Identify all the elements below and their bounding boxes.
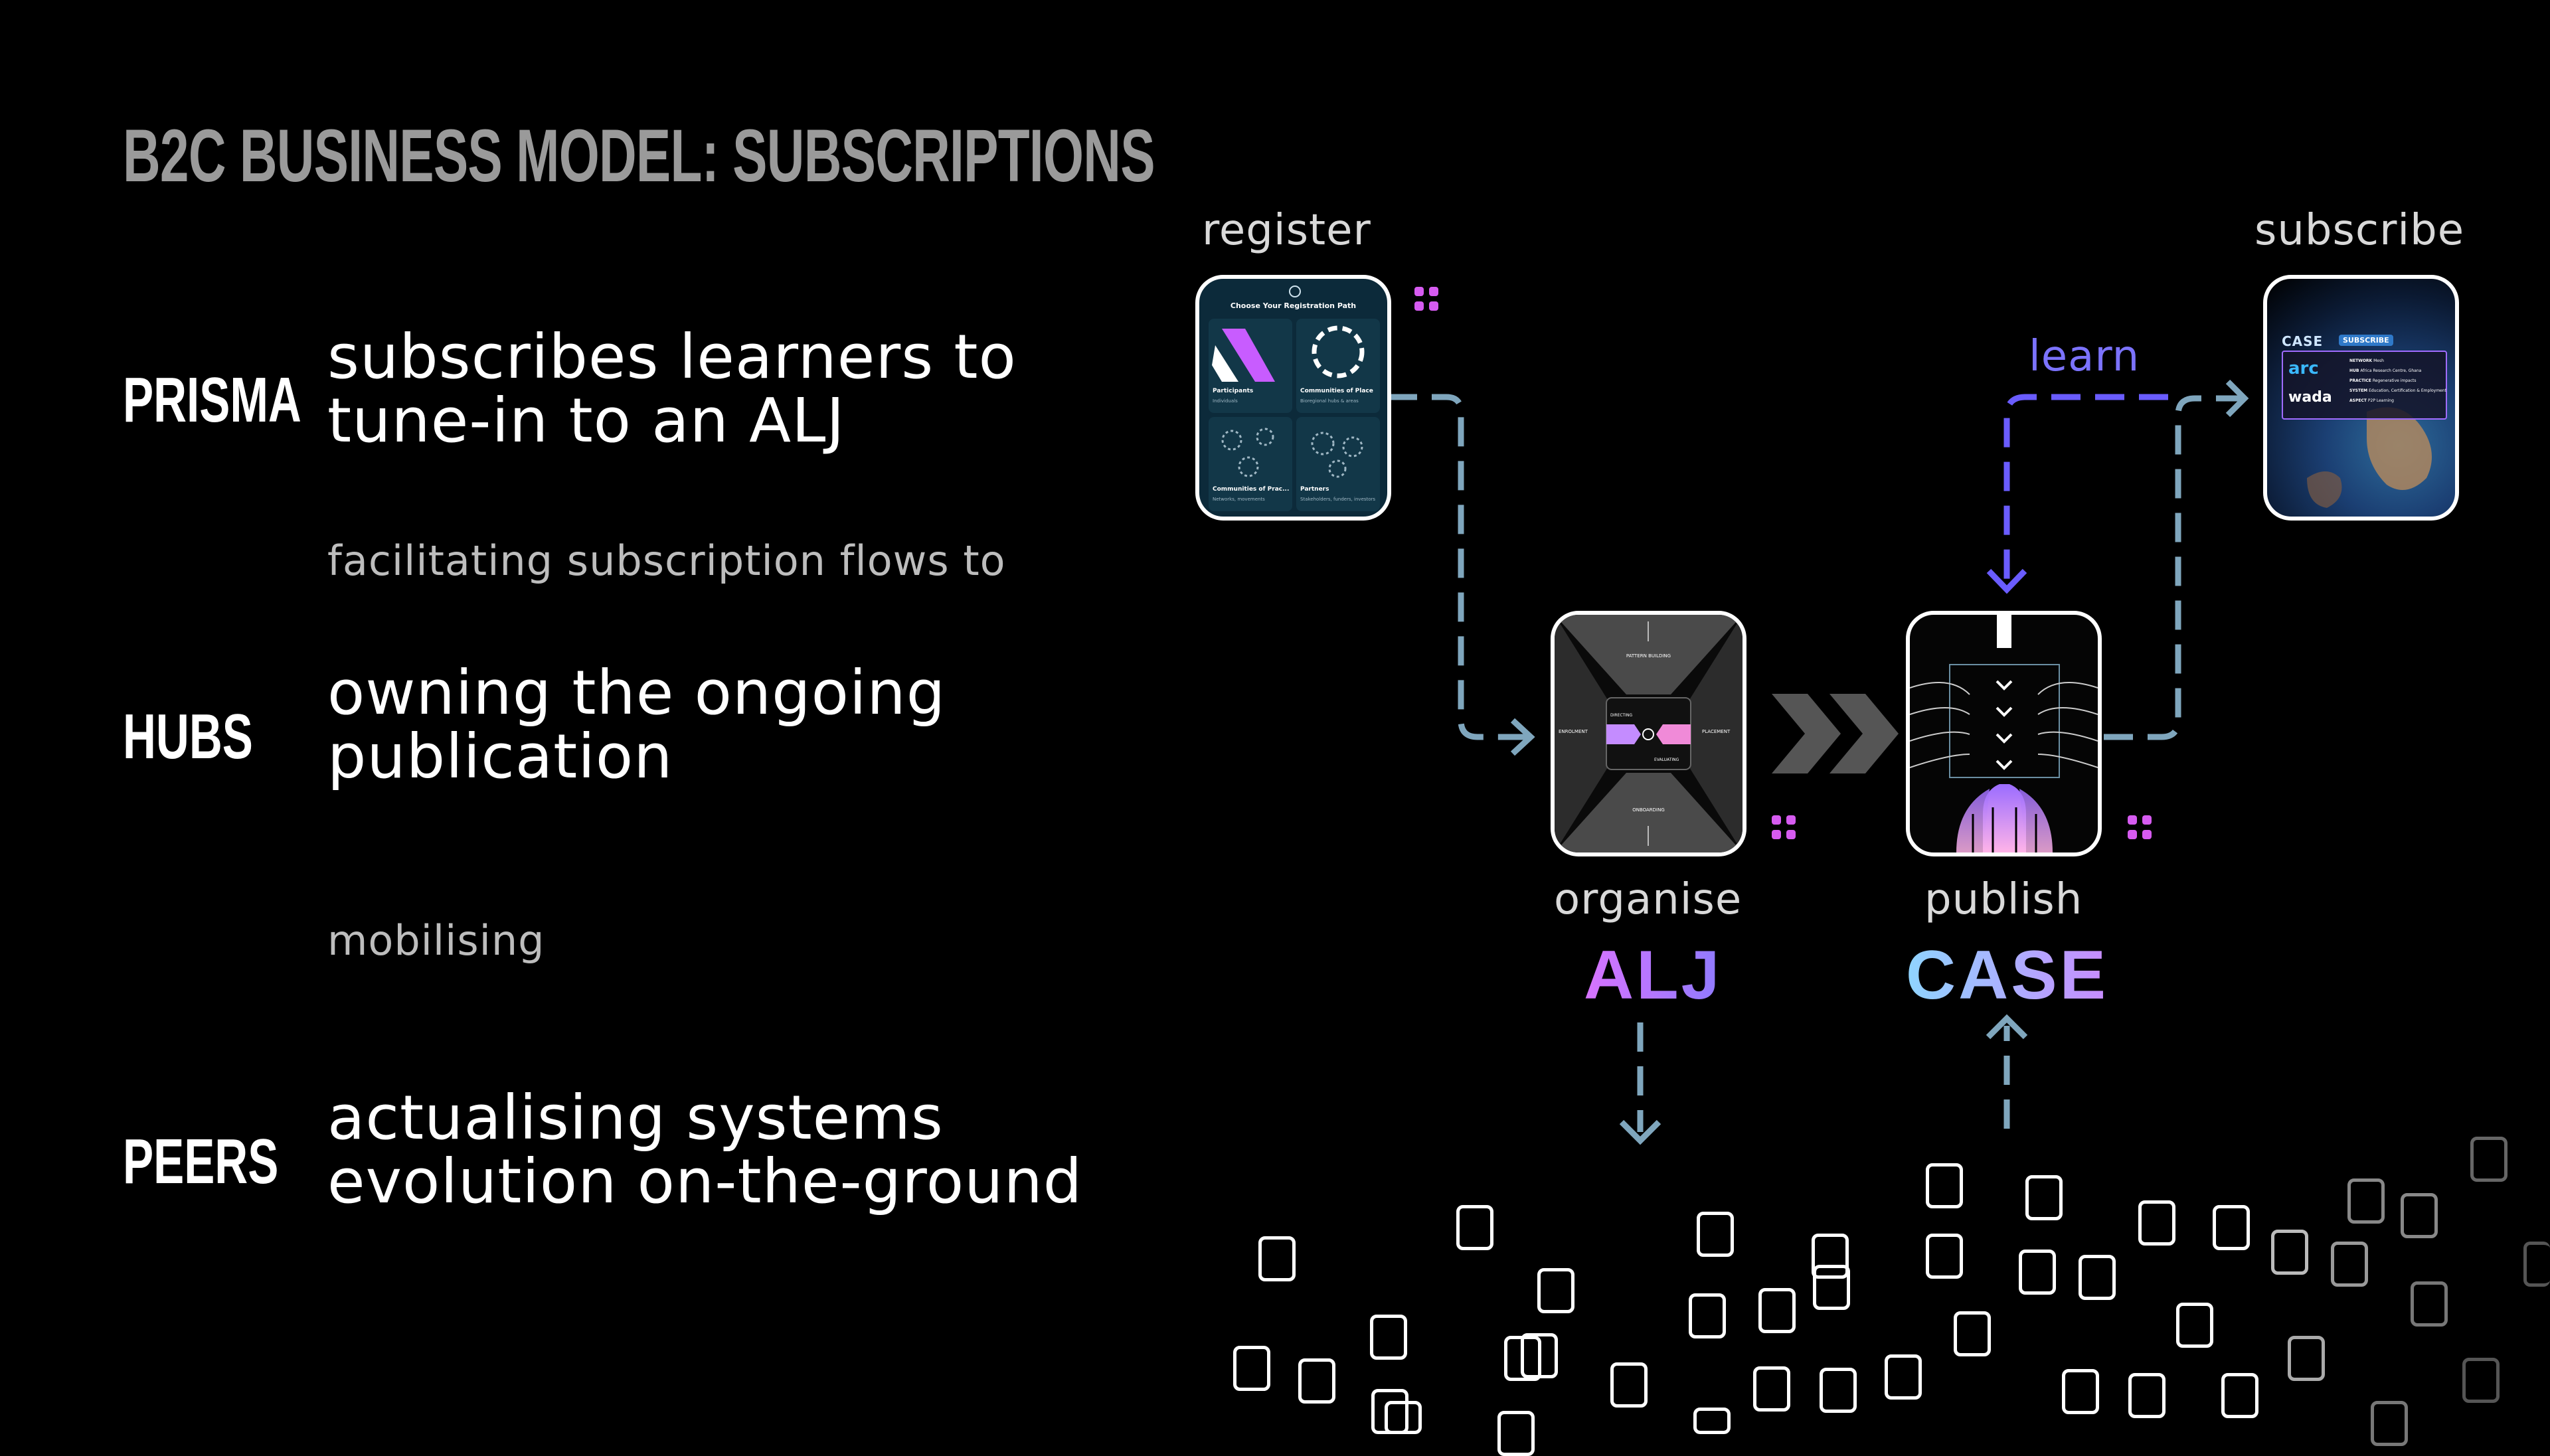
register-card[interactable]: Choose Your Registration Path Participan… <box>1195 275 1391 521</box>
tile-title: Partners <box>1300 486 1329 493</box>
organise-label: EVALUATING <box>1654 758 1679 762</box>
register-tile-participants[interactable]: Participants Individuals <box>1209 319 1292 413</box>
publish-card[interactable] <box>1906 611 2102 856</box>
arrowhead-icon <box>2225 379 2249 418</box>
tile-sub: Individuals <box>1213 398 1238 404</box>
register-tile-partners[interactable]: Partners Stakeholders, funders, investor… <box>1296 417 1380 511</box>
subscribe-card[interactable]: CASE SUBSCRIBE arc wada NETWORK Mesh HUB… <box>2263 275 2459 521</box>
case-logo: CASE <box>1906 937 2108 1014</box>
detail-row: ASPECT P2P Learning <box>2349 398 2394 403</box>
tile-sub: Bioregional hubs & areas <box>1300 398 1359 404</box>
connector-text: facilitating subscription flows to <box>327 536 1006 585</box>
row-line-2: publication <box>327 721 673 792</box>
row-line-1: actualising systems <box>327 1082 944 1153</box>
publish-diagram <box>1910 615 2098 852</box>
double-chevron-icon <box>1772 694 1841 773</box>
connector-text: mobilising <box>327 916 545 965</box>
grid-dots-icon <box>1414 287 1438 311</box>
arrowhead-icon <box>1619 1119 1661 1145</box>
row-text-hubs: owning the ongoing publication <box>327 661 946 789</box>
subscribe-pill[interactable]: SUBSCRIBE <box>2339 335 2393 346</box>
tile-title: Communities of Place <box>1300 388 1373 394</box>
globe-illustration <box>2307 407 2432 508</box>
step-label-publish: publish <box>1924 875 2083 924</box>
double-chevron-icon <box>1829 694 1899 773</box>
row-label-hubs: HUBS <box>123 701 253 772</box>
row-text-peers: actualising systems evolution on-the-gro… <box>327 1086 1082 1214</box>
globe-icon <box>1289 285 1301 297</box>
row-line-1: owning the ongoing <box>327 657 946 728</box>
arrowhead-icon <box>1510 718 1535 756</box>
wada-logo: wada <box>2288 389 2332 406</box>
organise-label: ONBOARDING <box>1632 807 1665 813</box>
row-label-prisma: PRISMA <box>123 364 301 436</box>
row-text-prisma: subscribes learners to tune-in to an ALJ <box>327 325 1017 453</box>
organise-label: ENROLMENT <box>1559 729 1588 734</box>
detail-row: HUB Africa Research Centre, Ghana <box>2349 368 2422 373</box>
detail-row: PRACTICE Regenerative impacts <box>2349 378 2417 383</box>
row-line-1: subscribes learners to <box>327 321 1017 392</box>
page-title: B2C BUSINESS MODEL: SUBSCRIPTIONS <box>123 114 1155 197</box>
alj-logo: ALJ <box>1584 937 1723 1014</box>
row-line-2: evolution on-the-ground <box>327 1146 1083 1217</box>
grid-dots-icon <box>2128 815 2152 839</box>
cluster-icon <box>1221 428 1274 477</box>
tile-title: Communities of Prac... <box>1213 486 1290 493</box>
detail-row: SYSTEM Education, Certification & Employ… <box>2349 388 2446 393</box>
row-label-peers: PEERS <box>123 1126 279 1197</box>
organise-diagram <box>1555 615 1742 852</box>
register-tile-communities-of-place[interactable]: Communities of Place Bioregional hubs & … <box>1296 319 1380 413</box>
subscribe-panel: arc wada NETWORK Mesh HUB Africa Researc… <box>2282 351 2447 420</box>
organise-label: PATTERN BUILDING <box>1626 653 1671 659</box>
organise-label: PLACEMENT <box>1702 729 1731 734</box>
organise-label: DIRECTING <box>1610 713 1633 718</box>
arrow-register-to-organise <box>1388 394 1527 740</box>
participants-icon <box>1212 329 1275 382</box>
detail-row: NETWORK Mesh <box>2349 359 2384 363</box>
subscribe-details: NETWORK Mesh HUB Africa Research Centre,… <box>2349 356 2446 406</box>
register-heading: Choose Your Registration Path <box>1230 301 1357 310</box>
grid-dots-icon <box>1772 815 1796 839</box>
tile-sub: Stakeholders, funders, investors <box>1300 497 1376 502</box>
cluster-icon <box>1311 432 1363 478</box>
step-label-register: register <box>1202 206 1371 255</box>
tile-sub: Networks, movements <box>1213 497 1265 502</box>
arrow-learn <box>2003 394 2168 584</box>
step-label-subscribe: subscribe <box>2254 206 2465 255</box>
step-label-learn: learn <box>2029 332 2140 381</box>
arrow-publish-to-subscribe <box>2104 395 2241 740</box>
ring-icon <box>1312 325 1365 378</box>
arc-logo: arc <box>2288 359 2319 378</box>
register-tile-communities-of-practice[interactable]: Communities of Prac... Networks, movemen… <box>1209 417 1292 511</box>
case-mini-label: CASE <box>2282 333 2324 349</box>
row-line-2: tune-in to an ALJ <box>327 385 845 456</box>
arrowhead-icon <box>1986 568 2027 594</box>
step-label-organise: organise <box>1554 875 1742 924</box>
organise-card[interactable]: PATTERN BUILDING ENROLMENT PLACEMENT ONB… <box>1551 611 1746 856</box>
tile-title: Participants <box>1213 388 1254 394</box>
arrowhead-icon <box>1986 1014 2028 1040</box>
